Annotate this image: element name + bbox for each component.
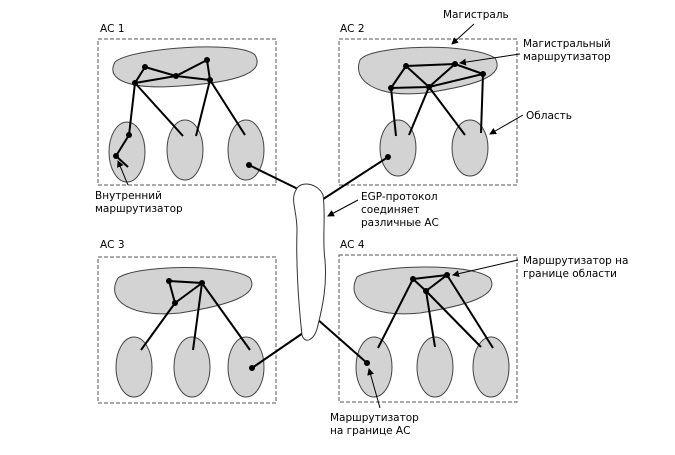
backbone-router xyxy=(142,64,148,70)
area-border-router-label-line2: границе области xyxy=(523,268,617,280)
backbone-label: Магистраль xyxy=(443,9,509,21)
routers xyxy=(113,57,252,168)
area xyxy=(416,336,454,398)
area xyxy=(451,119,489,177)
egp-label-line3: различные АС xyxy=(361,217,439,229)
backbone-router xyxy=(423,288,429,294)
as-label: АС 2 xyxy=(340,23,365,35)
area-pointer xyxy=(489,114,524,135)
annotations: Магистраль Магистральный маршрутизатор О… xyxy=(95,9,628,437)
area xyxy=(227,336,265,398)
as-label: АС 4 xyxy=(340,239,365,251)
backbone-router xyxy=(410,276,416,282)
autonomous-system-2: АС 2 xyxy=(313,23,518,206)
area xyxy=(355,336,393,398)
internal-router-label-line2: маршрутизатор xyxy=(95,203,183,215)
routers xyxy=(385,61,486,160)
callouts xyxy=(117,23,524,409)
internal-router xyxy=(126,132,132,138)
area xyxy=(472,336,510,398)
as-border-router-label-line1: Маршрутизатор xyxy=(330,412,419,424)
area-border-router xyxy=(480,71,486,77)
area xyxy=(227,119,265,181)
as-border-router xyxy=(364,360,370,366)
backbone-router xyxy=(426,84,432,90)
backbone-router xyxy=(204,57,210,63)
as-label: АС 1 xyxy=(100,23,125,35)
autonomous-system-3: АС 3 xyxy=(97,239,304,404)
area-border-router-label-line1: Маршрутизатор на xyxy=(523,255,628,267)
backbone-router xyxy=(403,63,409,69)
backbone-area xyxy=(353,266,493,315)
as-border-router-pointer xyxy=(367,368,381,409)
as-border-router xyxy=(385,154,391,160)
area-border-router xyxy=(444,272,450,278)
routers xyxy=(166,278,255,371)
area xyxy=(379,119,417,177)
autonomous-system-4: АС 4 xyxy=(307,239,518,403)
links xyxy=(140,280,304,369)
as-border-router xyxy=(246,162,252,168)
as-border-router xyxy=(249,365,255,371)
area-border-router xyxy=(172,300,178,306)
area-label: Область xyxy=(526,110,572,122)
as-label: АС 3 xyxy=(100,239,125,251)
egp-label-line1: EGP-протокол xyxy=(361,191,438,203)
egp-pointer xyxy=(327,199,359,217)
area xyxy=(108,121,146,183)
area-border-router-pointer xyxy=(452,259,519,278)
area-border-router xyxy=(207,77,213,83)
backbone-router-label-line2: маршрутизатор xyxy=(523,51,611,63)
backbone-pointer xyxy=(451,23,475,45)
backbone-router-pointer xyxy=(459,53,521,66)
area-border-router xyxy=(132,80,138,86)
area-border-router xyxy=(199,280,205,286)
egp-label-line2: соединяет xyxy=(361,204,420,216)
backbone-router xyxy=(166,278,172,284)
backbone-router xyxy=(452,61,458,67)
backbone-area xyxy=(114,267,253,315)
backbone-area xyxy=(112,46,258,88)
autonomous-system-1: АС 1 xyxy=(97,23,301,191)
backbone-router xyxy=(173,73,179,79)
as-border-router-label-line2: на границе АС xyxy=(330,425,410,437)
as-boundary xyxy=(338,254,518,403)
internal-router-label-line1: Внутренний xyxy=(95,190,162,202)
area xyxy=(115,336,153,398)
area xyxy=(166,119,204,181)
area xyxy=(173,336,211,398)
area-border-router xyxy=(388,85,394,91)
egp-interconnect xyxy=(293,183,326,341)
links xyxy=(313,62,487,206)
internal-router-pointer xyxy=(117,160,129,186)
routers xyxy=(364,272,450,366)
internal-router xyxy=(113,153,119,159)
backbone-router-label-line1: Магистральный xyxy=(523,38,611,50)
